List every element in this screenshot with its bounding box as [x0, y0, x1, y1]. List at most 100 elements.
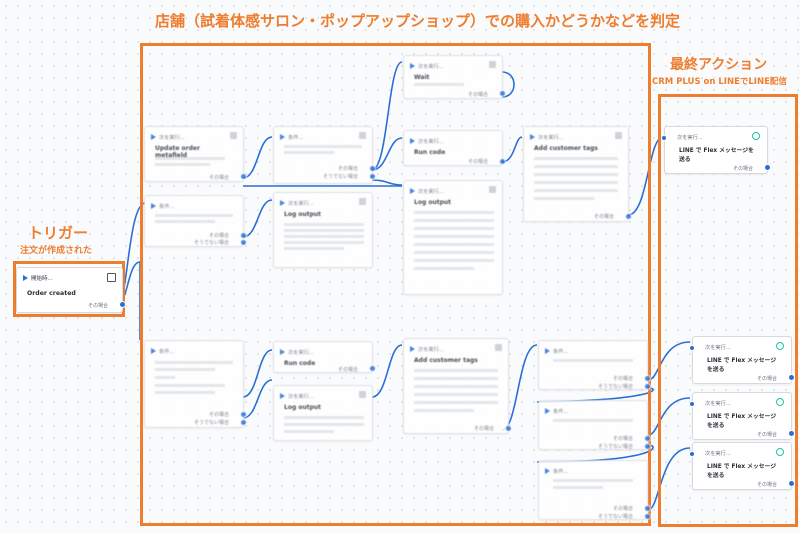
card-title: LINE で Flex メッセージを送る — [707, 414, 776, 429]
placeholder-line — [414, 251, 494, 254]
card-title: Update order metafield — [155, 145, 200, 159]
flow-card-condition-4[interactable]: 条件... その場合 そうでない場合 — [538, 340, 651, 390]
card-header: 条件... — [288, 134, 304, 141]
start-icon — [545, 468, 550, 474]
input-port[interactable] — [689, 401, 695, 407]
card-footer-false: そうでない場合 — [193, 420, 229, 426]
output-port[interactable] — [240, 173, 247, 180]
output-port[interactable] — [369, 173, 376, 180]
output-port[interactable] — [644, 383, 651, 390]
placeholder-line — [534, 165, 618, 168]
placeholder-line — [534, 173, 618, 176]
input-port[interactable] — [689, 451, 695, 457]
output-port[interactable] — [369, 365, 376, 372]
flow-card-run-code-2[interactable]: 次を実行... Run code その場合 — [273, 341, 376, 373]
card-title: LINE で Flex メッセージを送る — [679, 148, 754, 163]
placeholder-line — [414, 83, 464, 86]
flow-card-run-code-1[interactable]: 次を実行... Run code その場合 — [403, 130, 506, 166]
card-header: 次を実行... — [705, 450, 731, 457]
flow-card-wait[interactable]: 次を実行... Wait その場合 — [403, 55, 506, 99]
output-port[interactable] — [369, 165, 376, 172]
placeholder-line — [284, 223, 364, 226]
placeholder-line — [553, 486, 603, 489]
line-flex-action-card-3[interactable]: 次を実行... LINE で Flex メッセージを送る その場合 — [689, 392, 795, 440]
flow-card-condition-5[interactable]: 条件... その場合 そうでない場合 — [538, 400, 651, 450]
flow-card-log-output-3[interactable]: 次を実行... Log output — [273, 385, 373, 441]
start-icon — [280, 134, 285, 140]
placeholder-line — [155, 163, 210, 166]
flow-card-log-output-2[interactable]: 次を実行... Log output — [403, 180, 503, 295]
output-port[interactable] — [240, 411, 247, 418]
line-flex-action-card-1[interactable]: 次を実行... LINE で Flex メッセージを送る その場合 — [661, 126, 771, 174]
placeholder-line — [553, 479, 633, 482]
output-port[interactable] — [788, 374, 795, 381]
card-footer: その場合 — [756, 376, 777, 382]
placeholder-line — [155, 368, 215, 371]
line-flex-action-card-2[interactable]: 次を実行... LINE で Flex メッセージを送る その場合 — [689, 336, 795, 384]
start-icon — [151, 203, 156, 209]
card-title: Log output — [414, 199, 452, 206]
output-port[interactable] — [644, 505, 651, 512]
output-port[interactable] — [240, 232, 247, 239]
line-flex-action-card-4[interactable]: 次を実行... LINE で Flex メッセージを送る その場合 — [689, 442, 795, 490]
flow-card-condition-2[interactable]: 条件... その場合 そうでない場合 — [273, 126, 376, 184]
line-icon — [776, 398, 784, 406]
trigger-output-port[interactable] — [119, 301, 126, 308]
shopify-icon — [107, 273, 116, 282]
placeholder-line — [414, 211, 494, 214]
placeholder-line — [414, 409, 474, 412]
placeholder-line — [414, 369, 498, 372]
output-port[interactable] — [644, 513, 651, 520]
start-icon — [23, 275, 28, 281]
placeholder-line — [534, 181, 618, 184]
output-port[interactable] — [625, 213, 632, 220]
output-port[interactable] — [499, 90, 506, 97]
flow-card-condition-3[interactable]: 条件... その場合 そうでない場合 — [144, 340, 247, 428]
card-header: 次を実行... — [418, 138, 444, 145]
placeholder-line — [155, 157, 225, 160]
output-port[interactable] — [499, 158, 506, 165]
flow-card-update-metafield[interactable]: 次を実行... Update order metafield その場合 — [144, 126, 247, 182]
flow-card-condition-1[interactable]: 条件... その場合 そうでない場合 — [144, 195, 247, 247]
flow-card-add-tags-1[interactable]: 次を実行... Add customer tags その場合 — [523, 126, 632, 222]
card-icon — [489, 61, 496, 68]
card-footer: その場合 — [337, 367, 358, 373]
flow-card-condition-6[interactable]: 条件... その場合 そうでない場合 — [538, 460, 651, 520]
start-icon — [280, 393, 285, 399]
trigger-card[interactable]: 開始時... Order created その場合 — [16, 267, 126, 313]
card-header: 条件... — [553, 348, 569, 355]
start-icon — [280, 200, 285, 206]
flow-card-log-output-1[interactable]: 次を実行... Log output — [273, 192, 373, 268]
output-port[interactable] — [788, 430, 795, 437]
output-port[interactable] — [644, 443, 651, 450]
placeholder-line — [414, 227, 494, 230]
card-footer-false: そうでない場合 — [322, 174, 358, 180]
placeholder-line — [414, 385, 498, 388]
output-port[interactable] — [240, 239, 247, 246]
input-port[interactable] — [661, 135, 667, 141]
card-header: 次を実行... — [677, 134, 703, 141]
input-port[interactable] — [689, 345, 695, 351]
card-footer: その場合 — [593, 214, 614, 220]
output-port[interactable] — [505, 425, 512, 432]
card-footer-false: そうでない場合 — [597, 514, 633, 520]
trigger-annotation-subtitle: 注文が作成された — [20, 246, 93, 256]
card-header: 次を実行... — [538, 134, 564, 141]
placeholder-line — [534, 157, 618, 160]
placeholder-line — [414, 219, 494, 222]
output-port[interactable] — [764, 164, 771, 171]
card-icon — [495, 344, 502, 351]
output-port[interactable] — [788, 480, 795, 487]
card-header: 条件... — [159, 203, 175, 210]
card-icon — [359, 391, 366, 398]
flow-card-add-tags-2[interactable]: 次を実行... Add customer tags その場合 — [403, 338, 512, 434]
output-port[interactable] — [240, 419, 247, 426]
output-port[interactable] — [644, 375, 651, 382]
start-icon — [410, 138, 415, 144]
card-footer: その場合 — [467, 159, 488, 165]
card-icon — [359, 132, 366, 139]
output-port[interactable] — [644, 435, 651, 442]
card-icon — [615, 132, 622, 139]
trigger-annotation-box — [13, 261, 125, 317]
